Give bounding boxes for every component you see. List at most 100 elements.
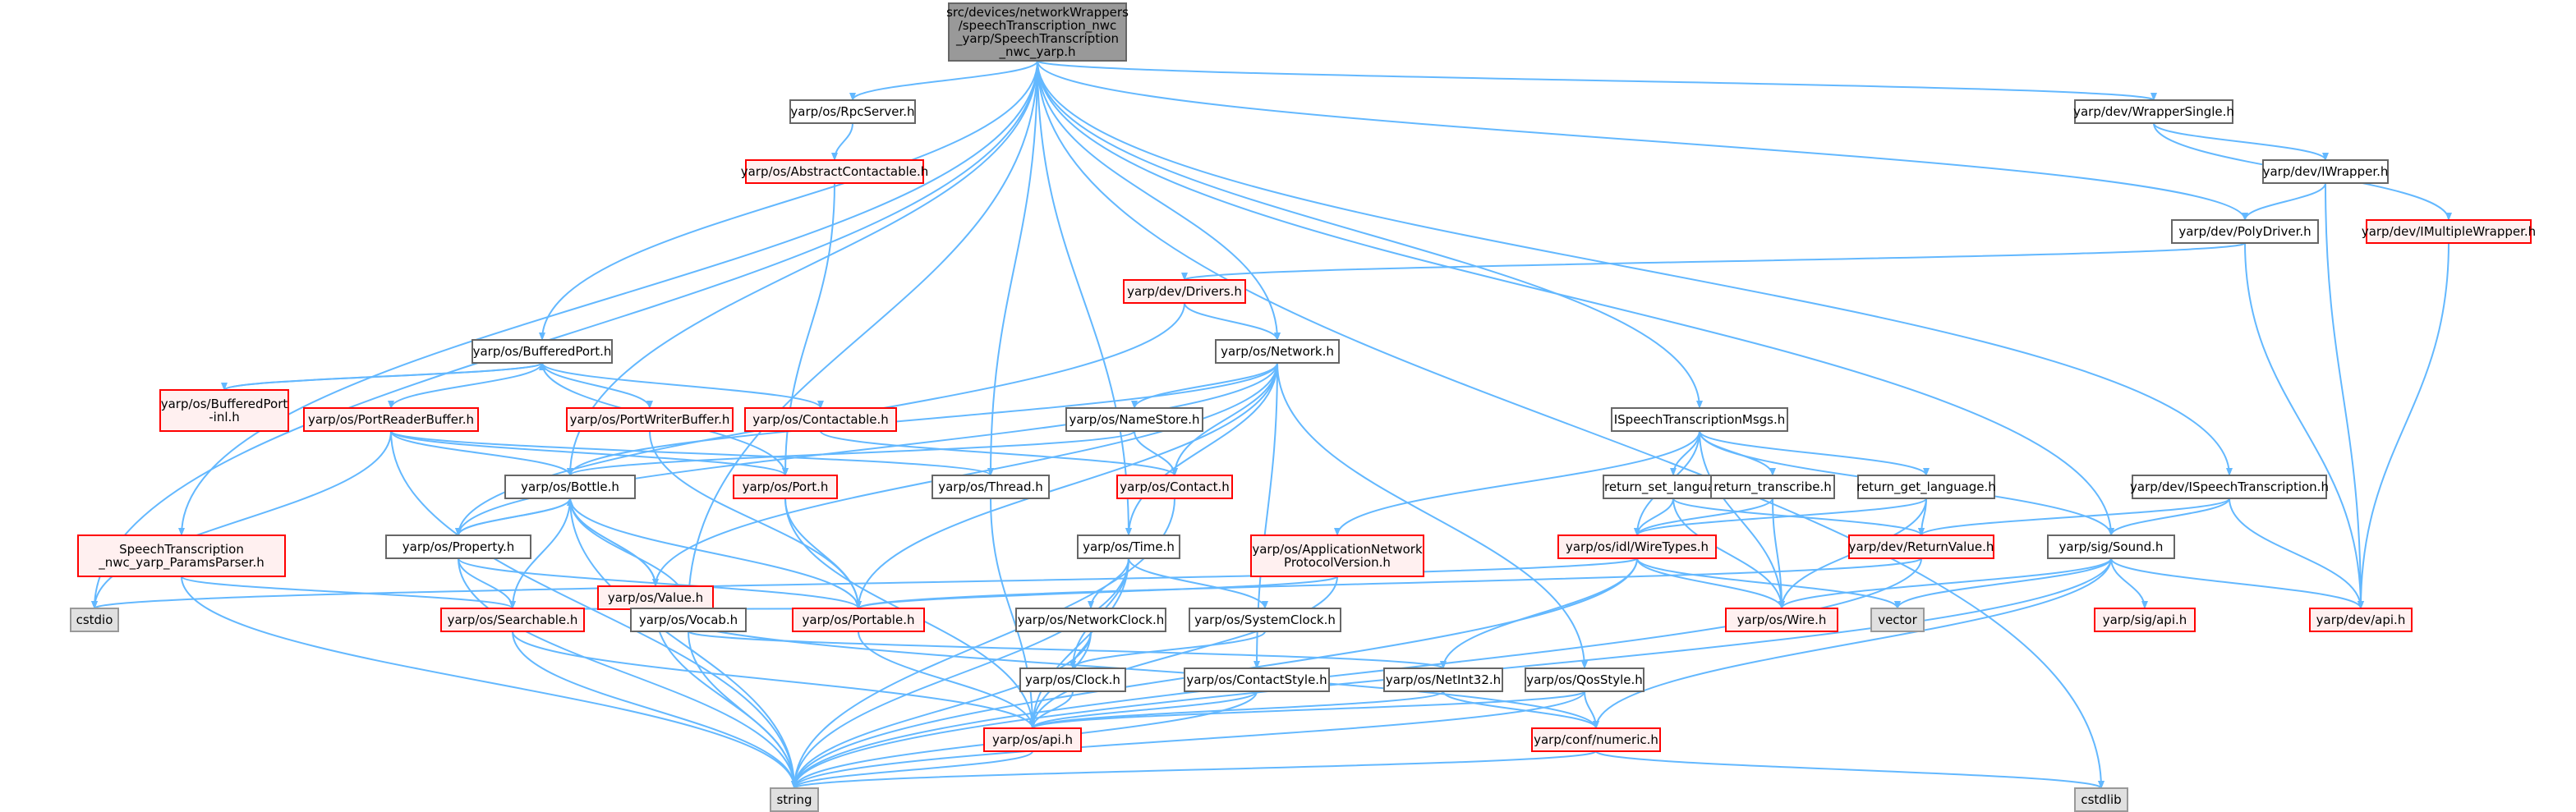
- node-wire[interactable]: yarp/os/Wire.h: [1725, 608, 1838, 632]
- edge-returnsetlang-to-wire: [1672, 498, 1785, 609]
- node-label-idispeech: yarp/dev/ISpeechTranscription.h: [2130, 479, 2329, 494]
- node-box-abstractcontactable: [745, 159, 924, 184]
- node-label-cstdio: cstdio: [76, 612, 113, 627]
- node-ispeechmsgs[interactable]: ISpeechTranscriptionMsgs.h: [1611, 407, 1788, 432]
- node-time[interactable]: yarp/os/Time.h: [1077, 534, 1180, 559]
- node-label-time: yarp/os/Time.h: [1083, 539, 1175, 554]
- node-root[interactable]: src/devices/networkWrappers/speechTransc…: [946, 2, 1129, 62]
- node-netint32[interactable]: yarp/os/NetInt32.h: [1383, 667, 1503, 692]
- node-abstractcontactable[interactable]: yarp/os/AbstractContactable.h: [741, 159, 929, 184]
- node-label-sigapi: yarp/sig/api.h: [2103, 612, 2187, 627]
- node-bufferedport[interactable]: yarp/os/BufferedPort.h: [472, 339, 613, 364]
- node-portreaderbuffer[interactable]: yarp/os/PortReaderBuffer.h: [303, 407, 479, 432]
- node-property[interactable]: yarp/os/Property.h: [385, 534, 531, 559]
- node-returntranscribe[interactable]: return_transcribe.h: [1710, 475, 1835, 499]
- node-box-contactable: [744, 407, 897, 432]
- node-network[interactable]: yarp/os/Network.h: [1215, 339, 1340, 364]
- node-drivers[interactable]: yarp/dev/Drivers.h: [1123, 279, 1246, 304]
- edge-time-to-systemclock: [1128, 557, 1268, 609]
- edge-netint32-to-numeric: [1442, 690, 1599, 729]
- node-idispeech[interactable]: yarp/dev/ISpeechTranscription.h: [2130, 475, 2329, 499]
- edge-rpcserver-to-abstractcontactable: [831, 122, 853, 161]
- node-box-contact: [1116, 475, 1233, 499]
- node-imultiplewrapper[interactable]: yarp/dev/IMultipleWrapper.h: [2362, 219, 2536, 244]
- edge-vocab-to-string: [688, 631, 798, 789]
- node-port[interactable]: yarp/os/Port.h: [733, 475, 838, 499]
- node-box-systemclock: [1189, 608, 1341, 632]
- node-value[interactable]: yarp/os/Value.h: [597, 585, 714, 610]
- node-box-wire: [1725, 608, 1838, 632]
- node-polydriver[interactable]: yarp/dev/PolyDriver.h: [2171, 219, 2319, 244]
- node-devapi[interactable]: yarp/dev/api.h: [2309, 608, 2413, 632]
- node-label-returnvalue: yarp/dev/ReturnValue.h: [1849, 539, 1994, 554]
- node-box-cstdlib: [2074, 787, 2128, 812]
- edge-property-to-searchable: [458, 557, 516, 609]
- edge-root-to-ispeechmsgs: [1037, 60, 1703, 409]
- node-namestore[interactable]: yarp/os/NameStore.h: [1065, 407, 1203, 432]
- node-label-root: src/devices/networkWrappers: [946, 5, 1129, 20]
- edge-returnvalue-to-portable: [855, 557, 1922, 609]
- node-box-property: [385, 534, 531, 559]
- node-cstdio[interactable]: cstdio: [70, 608, 119, 632]
- edge-returnvalue-to-string: [791, 557, 1922, 789]
- node-bottle[interactable]: yarp/os/Bottle.h: [504, 475, 636, 499]
- node-box-wiretypes: [1557, 534, 1717, 559]
- node-qosstyle[interactable]: yarp/os/QosStyle.h: [1525, 667, 1644, 692]
- node-returngetlang[interactable]: return_get_language.h: [1856, 475, 1996, 499]
- edge-returngetlang-to-wiretypes: [1634, 498, 1927, 536]
- edge-numeric-to-cstdlib: [1595, 750, 2104, 789]
- node-bufferedportinl[interactable]: yarp/os/BufferedPort-inl.h: [159, 389, 289, 432]
- node-osapi[interactable]: yarp/os/api.h: [983, 727, 1082, 752]
- node-box-devapi: [2309, 608, 2413, 632]
- edge-time-to-string: [791, 557, 1129, 789]
- edge-paramsparser-to-string: [181, 576, 798, 789]
- node-vector[interactable]: vector: [1870, 608, 1925, 632]
- edge-wrappersingle-to-iwrapper: [2153, 122, 2329, 161]
- node-iwrapper[interactable]: yarp/dev/IWrapper.h: [2262, 159, 2389, 184]
- node-box-portreaderbuffer: [303, 407, 479, 432]
- node-clock[interactable]: yarp/os/Clock.h: [1019, 667, 1126, 692]
- node-networkclock[interactable]: yarp/os/NetworkClock.h: [1015, 608, 1166, 632]
- edge-bufferedport-to-contactable: [541, 362, 824, 409]
- node-contactstyle[interactable]: yarp/os/ContactStyle.h: [1184, 667, 1330, 692]
- node-box-sigapi: [2094, 608, 2196, 632]
- node-thread[interactable]: yarp/os/Thread.h: [932, 475, 1050, 499]
- node-sigapi[interactable]: yarp/sig/api.h: [2094, 608, 2196, 632]
- node-label-wiretypes: yarp/os/idl/WireTypes.h: [1566, 539, 1709, 554]
- node-box-qosstyle: [1525, 667, 1644, 692]
- node-box-port: [733, 475, 838, 499]
- node-vocab[interactable]: yarp/os/Vocab.h: [630, 608, 747, 632]
- node-label-root: /speechTranscription_nwc: [959, 18, 1117, 34]
- node-numeric[interactable]: yarp/conf/numeric.h: [1531, 727, 1661, 752]
- node-box-imultiplewrapper: [2366, 219, 2532, 244]
- node-cstdlib[interactable]: cstdlib: [2074, 787, 2128, 812]
- edge-iwrapper-to-polydriver: [2242, 182, 2326, 221]
- node-systemclock[interactable]: yarp/os/SystemClock.h: [1189, 608, 1341, 632]
- edge-root-to-polydriver: [1037, 60, 2248, 221]
- node-wrappersingle[interactable]: yarp/dev/WrapperSingle.h: [2073, 99, 2234, 124]
- node-wiretypes[interactable]: yarp/os/idl/WireTypes.h: [1557, 534, 1717, 559]
- node-appnetproto[interactable]: yarp/os/ApplicationNetworkProtocolVersio…: [1250, 534, 1424, 577]
- node-searchable[interactable]: yarp/os/Searchable.h: [440, 608, 585, 632]
- node-label-contact: yarp/os/Contact.h: [1120, 479, 1230, 494]
- node-paramsparser[interactable]: SpeechTranscription_nwc_yarp_ParamsParse…: [77, 534, 286, 577]
- node-string[interactable]: string: [770, 787, 819, 812]
- node-label-cstdlib: cstdlib: [2081, 792, 2121, 807]
- node-label-portreaderbuffer: yarp/os/PortReaderBuffer.h: [308, 412, 474, 427]
- node-portwriterbuffer[interactable]: yarp/os/PortWriterBuffer.h: [566, 407, 734, 432]
- node-sound[interactable]: yarp/sig/Sound.h: [2047, 534, 2175, 559]
- node-contactable[interactable]: yarp/os/Contactable.h: [744, 407, 897, 432]
- edge-returntranscribe-to-wire: [1772, 498, 1785, 609]
- edge-returnsetlang-to-returnvalue: [1672, 498, 1925, 536]
- node-label-iwrapper: yarp/dev/IWrapper.h: [2263, 164, 2389, 179]
- node-box-network: [1215, 339, 1340, 364]
- node-portable[interactable]: yarp/os/Portable.h: [792, 608, 925, 632]
- node-contact[interactable]: yarp/os/Contact.h: [1116, 475, 1233, 499]
- edge-searchable-to-string: [512, 631, 798, 789]
- node-rpcserver[interactable]: yarp/os/RpcServer.h: [789, 99, 916, 124]
- node-box-value: [597, 585, 714, 610]
- node-returnvalue[interactable]: yarp/dev/ReturnValue.h: [1848, 534, 1994, 559]
- edge-bufferedport-to-portwriterbuffer: [541, 362, 653, 409]
- node-label-vocab: yarp/os/Vocab.h: [639, 612, 738, 627]
